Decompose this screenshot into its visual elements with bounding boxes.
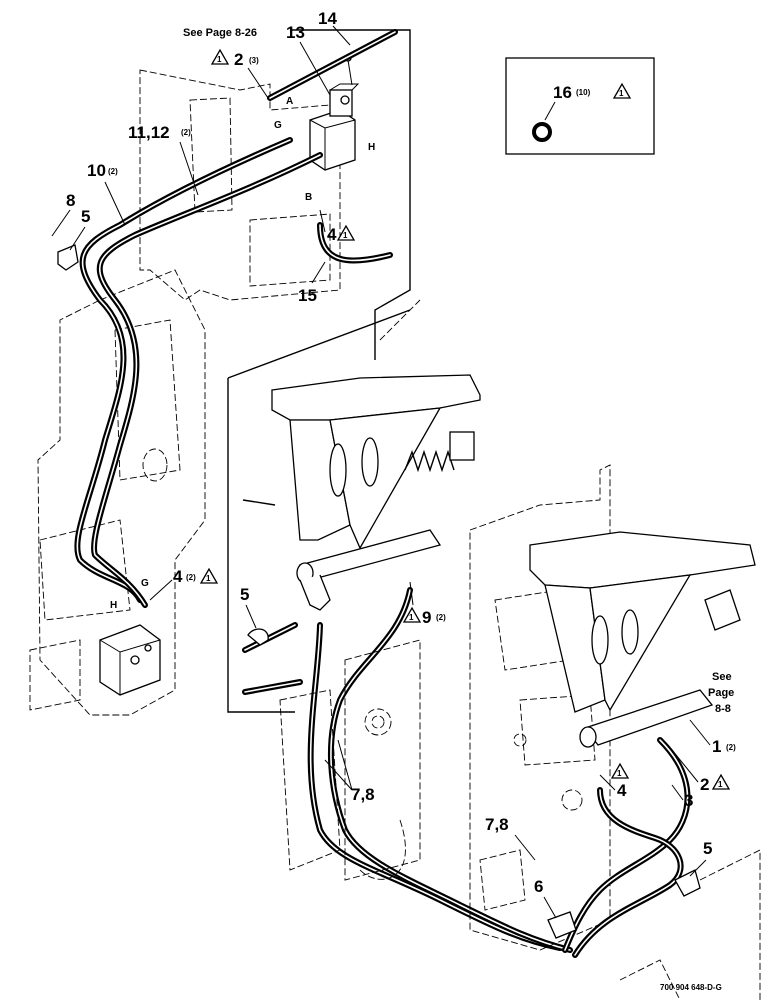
callout-10-qty: (2) — [108, 167, 118, 176]
warning-triangle-icon — [610, 762, 630, 779]
callout-13: 13 — [286, 23, 305, 42]
port-g-top: G — [274, 120, 282, 131]
item16-box — [505, 57, 655, 155]
callout-1-qty: (2) — [726, 743, 736, 752]
page-label: Page — [708, 687, 734, 699]
page-number-label: 8-8 — [715, 703, 731, 715]
warning-triangle-icon — [336, 224, 356, 241]
port-h-top: H — [368, 142, 375, 153]
hose-15 — [317, 222, 393, 264]
warning-triangle-icon — [199, 567, 219, 584]
see-page-8-26-note: See Page 8-26 — [183, 27, 257, 39]
drawing-part-number: 700 904 648-D-G — [660, 983, 722, 992]
callout-7-8-right: 7,8 — [485, 815, 509, 834]
hose-3-right — [562, 737, 691, 958]
warning-number: 1 — [409, 613, 414, 622]
callout-2-top: 2 — [234, 50, 243, 69]
warning-number: 1 — [619, 89, 624, 98]
warning-triangle-icon — [612, 82, 632, 99]
hose-7-8-left — [307, 587, 573, 953]
port-h-low: H — [110, 600, 117, 611]
port-g-low: G — [141, 578, 149, 589]
hose-14 — [267, 29, 398, 101]
callout-5-right: 5 — [703, 839, 712, 858]
warning-number: 1 — [718, 780, 723, 789]
upper-inset-border — [290, 29, 411, 360]
callout-3: 3 — [684, 791, 693, 810]
callouts: 14 See Page 8-26 13 1 2 (3) A G H B 16 (… — [51, 9, 736, 992]
callout-11-12: 11,12 — [128, 123, 170, 142]
left-valve-block — [99, 624, 161, 696]
callout-6: 6 — [534, 877, 543, 896]
port-a: A — [286, 96, 293, 107]
warning-number: 1 — [206, 574, 211, 583]
hose-10-pair — [74, 137, 323, 608]
callout-4-mid: 4 — [173, 567, 183, 586]
port-b: B — [305, 192, 312, 203]
right-lift-arm — [529, 531, 756, 748]
callout-8: 8 — [66, 191, 75, 210]
callout-4-top: 4 — [327, 225, 337, 244]
callout-9-qty: (2) — [436, 613, 446, 622]
warning-triangle-icon — [711, 773, 731, 790]
callout-10: 10 — [87, 161, 106, 180]
clamp-5-left — [57, 244, 79, 271]
right-frame — [279, 299, 761, 1000]
callout-9: 9 — [422, 608, 431, 627]
callout-7-8-left: 7,8 — [351, 785, 375, 804]
callout-4-mid-qty: (2) — [186, 573, 196, 582]
warning-number: 1 — [617, 769, 622, 778]
see-label: See — [712, 671, 732, 683]
callout-15: 15 — [298, 286, 317, 305]
clamp-5-right — [674, 869, 701, 897]
callout-1: 1 — [712, 737, 721, 756]
warning-number: 1 — [217, 55, 222, 64]
warning-triangle-icon — [402, 606, 422, 623]
clamp-6 — [547, 911, 577, 939]
callout-5-left: 5 — [81, 207, 90, 226]
upper-mount-plate — [139, 69, 341, 301]
callout-16: 16 — [553, 83, 572, 102]
callout-2-top-qty: (3) — [249, 56, 259, 65]
callout-2-right: 2 — [700, 775, 709, 794]
warning-number: 1 — [343, 231, 348, 240]
callout-4-right: 4 — [617, 781, 627, 800]
callout-16-qty: (10) — [576, 88, 591, 97]
warning-triangle-icon — [210, 48, 230, 65]
callout-14: 14 — [318, 9, 337, 28]
callout-5-mid: 5 — [240, 585, 249, 604]
hose-inset-clamp — [242, 622, 303, 695]
left-frame — [29, 269, 206, 716]
lower-inset-border — [227, 309, 411, 713]
left-lift-arm — [242, 374, 481, 611]
callout-11-12-qty: (2) — [181, 128, 191, 137]
